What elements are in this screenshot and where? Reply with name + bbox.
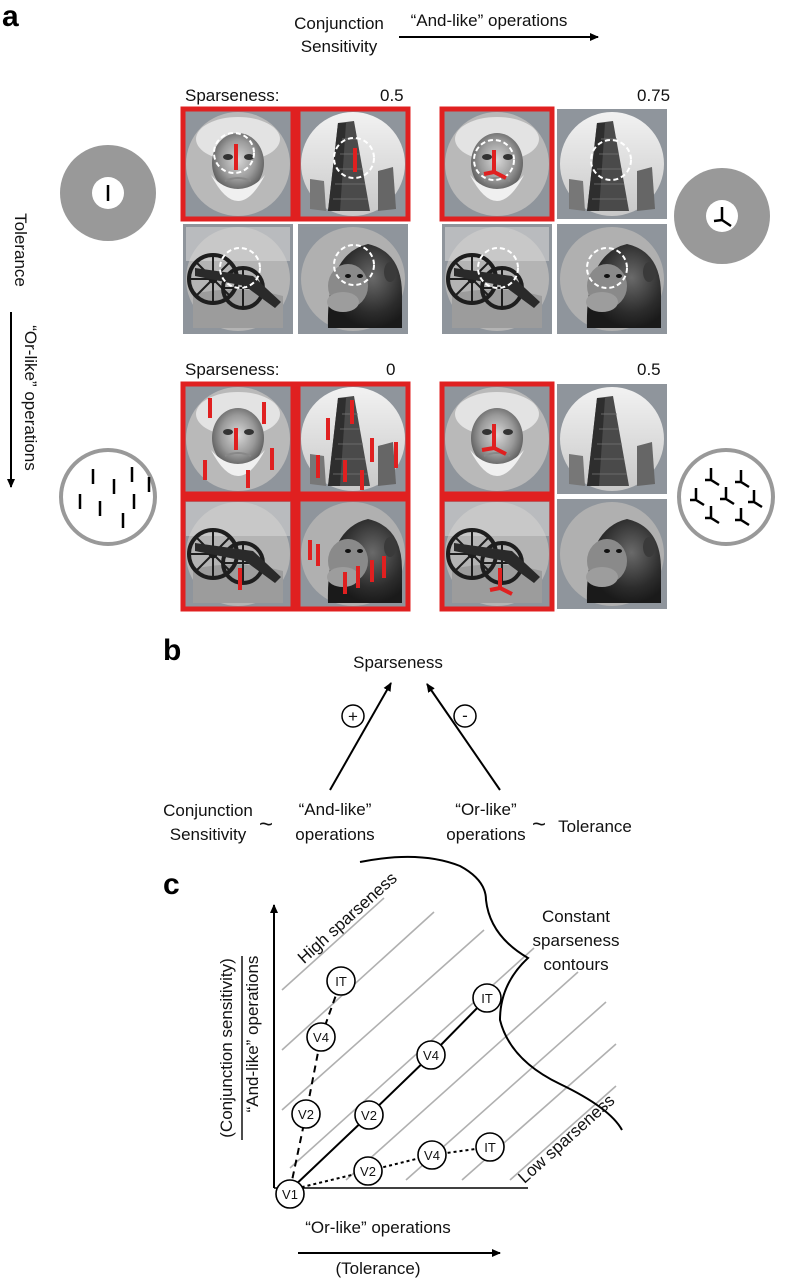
- left-axis-label: Tolerance: [11, 213, 30, 287]
- tilde-left: ~: [259, 811, 273, 838]
- quadrant-value-br: 0.5: [637, 360, 661, 379]
- minus-badge: [453, 704, 477, 728]
- grid-bottom-right: [439, 381, 668, 612]
- tolerance-label: Tolerance: [558, 817, 632, 836]
- rf-icon-many-bars: [59, 448, 157, 546]
- image-man: [441, 383, 553, 495]
- image-cannon: [181, 497, 295, 611]
- image-cannon: [440, 222, 554, 336]
- rf-icon-single-bar: [60, 145, 156, 241]
- and-like-line2: operations: [295, 825, 374, 844]
- contour-line2: sparseness: [533, 931, 620, 950]
- low-sparseness-label: Low sparseness: [514, 1091, 618, 1187]
- image-chimp: [557, 499, 667, 609]
- node-v1-label: V1: [282, 1187, 298, 1202]
- sparseness-title: Sparseness: [353, 653, 443, 672]
- plus-sign: +: [348, 707, 358, 726]
- image-building: [556, 108, 668, 220]
- and-like-to-sparseness-arrow: [329, 682, 392, 791]
- dashed-trajectory: [289, 980, 342, 1191]
- image-chimp: [557, 224, 667, 334]
- sparseness-label-top: Sparseness:: [185, 86, 280, 105]
- top-axis-arrow-label: “And-like” operations: [411, 11, 568, 30]
- y-axis-label-2: “And-like” operations: [243, 956, 262, 1113]
- image-chimp: [298, 499, 408, 609]
- image-man: [441, 108, 553, 220]
- image-cannon: [181, 222, 295, 336]
- conjunction-line1: Conjunction: [163, 801, 253, 820]
- node-v1: [275, 1179, 305, 1209]
- x-axis-label-2: (Tolerance): [335, 1259, 420, 1278]
- node-dotted-it-label: IT: [484, 1140, 496, 1155]
- minus-sign: -: [462, 706, 468, 725]
- node-dotted-it: [475, 1132, 505, 1162]
- node-dashed-v2: [291, 1099, 321, 1129]
- contour-line3: contours: [543, 955, 608, 974]
- x-axis-label-1: “Or-like” operations: [305, 1218, 451, 1237]
- top-axis-line2: Sensitivity: [301, 37, 378, 56]
- nodes: V1 V2 V4 IT V2 V4 IT V2 V4 IT: [275, 966, 505, 1209]
- contour-brace: [359, 855, 623, 1131]
- image-chimp: [298, 224, 408, 334]
- node-dashed-it-label: IT: [335, 974, 347, 989]
- quadrant-value-tl: 0.5: [380, 86, 404, 105]
- grid-bottom-left: [180, 381, 411, 612]
- or-like-line1: “Or-like”: [455, 800, 517, 819]
- node-dashed-v4: [306, 1022, 336, 1052]
- node-dashed-v2-label: V2: [298, 1107, 314, 1122]
- y-axis-label-1: (Conjunction sensitivity): [217, 958, 236, 1138]
- tilde-right: ~: [532, 811, 546, 838]
- node-solid-v4: [416, 1040, 446, 1070]
- panel-c-letter: c: [163, 868, 180, 901]
- node-dashed-v4-label: V4: [313, 1030, 329, 1045]
- high-sparseness-label: High sparseness: [294, 868, 401, 967]
- node-solid-v2-label: V2: [361, 1108, 377, 1123]
- top-axis-line1: Conjunction: [294, 14, 384, 33]
- node-dotted-v4: [417, 1140, 447, 1170]
- rf-icon-single-junction: [674, 168, 770, 264]
- quadrant-value-tr: 0.75: [637, 86, 670, 105]
- quadrant-value-bl: 0: [386, 360, 395, 379]
- contour-line1: Constant: [542, 907, 610, 926]
- node-solid-it: [472, 983, 502, 1013]
- panel-b-letter: b: [163, 634, 181, 667]
- node-dashed-it: [326, 966, 356, 996]
- dotted-trajectory: [289, 1146, 491, 1191]
- sparseness-label-bottom: Sparseness:: [185, 360, 280, 379]
- left-axis-arrow-label: “Or-like” operations: [21, 325, 40, 471]
- solid-trajectory: [289, 997, 488, 1191]
- plus-badge: [341, 704, 365, 728]
- and-like-line1: “And-like”: [299, 800, 372, 819]
- rf-icon-many-junctions: [677, 448, 775, 546]
- conjunction-line2: Sensitivity: [170, 825, 247, 844]
- trajectories: [289, 980, 491, 1191]
- grid-top-right: [439, 106, 668, 336]
- node-solid-v4-label: V4: [423, 1048, 439, 1063]
- image-cannon: [440, 497, 554, 611]
- node-solid-v2: [354, 1100, 384, 1130]
- or-like-line2: operations: [446, 825, 525, 844]
- or-like-to-sparseness-arrow: [426, 683, 501, 791]
- grid-top-left: [180, 106, 411, 336]
- panel-a-letter: a: [2, 0, 19, 33]
- node-dotted-v4-label: V4: [424, 1148, 440, 1163]
- node-solid-it-label: IT: [481, 991, 493, 1006]
- node-dotted-v2-label: V2: [360, 1164, 376, 1179]
- node-dotted-v2: [353, 1156, 383, 1186]
- image-building: [556, 383, 668, 495]
